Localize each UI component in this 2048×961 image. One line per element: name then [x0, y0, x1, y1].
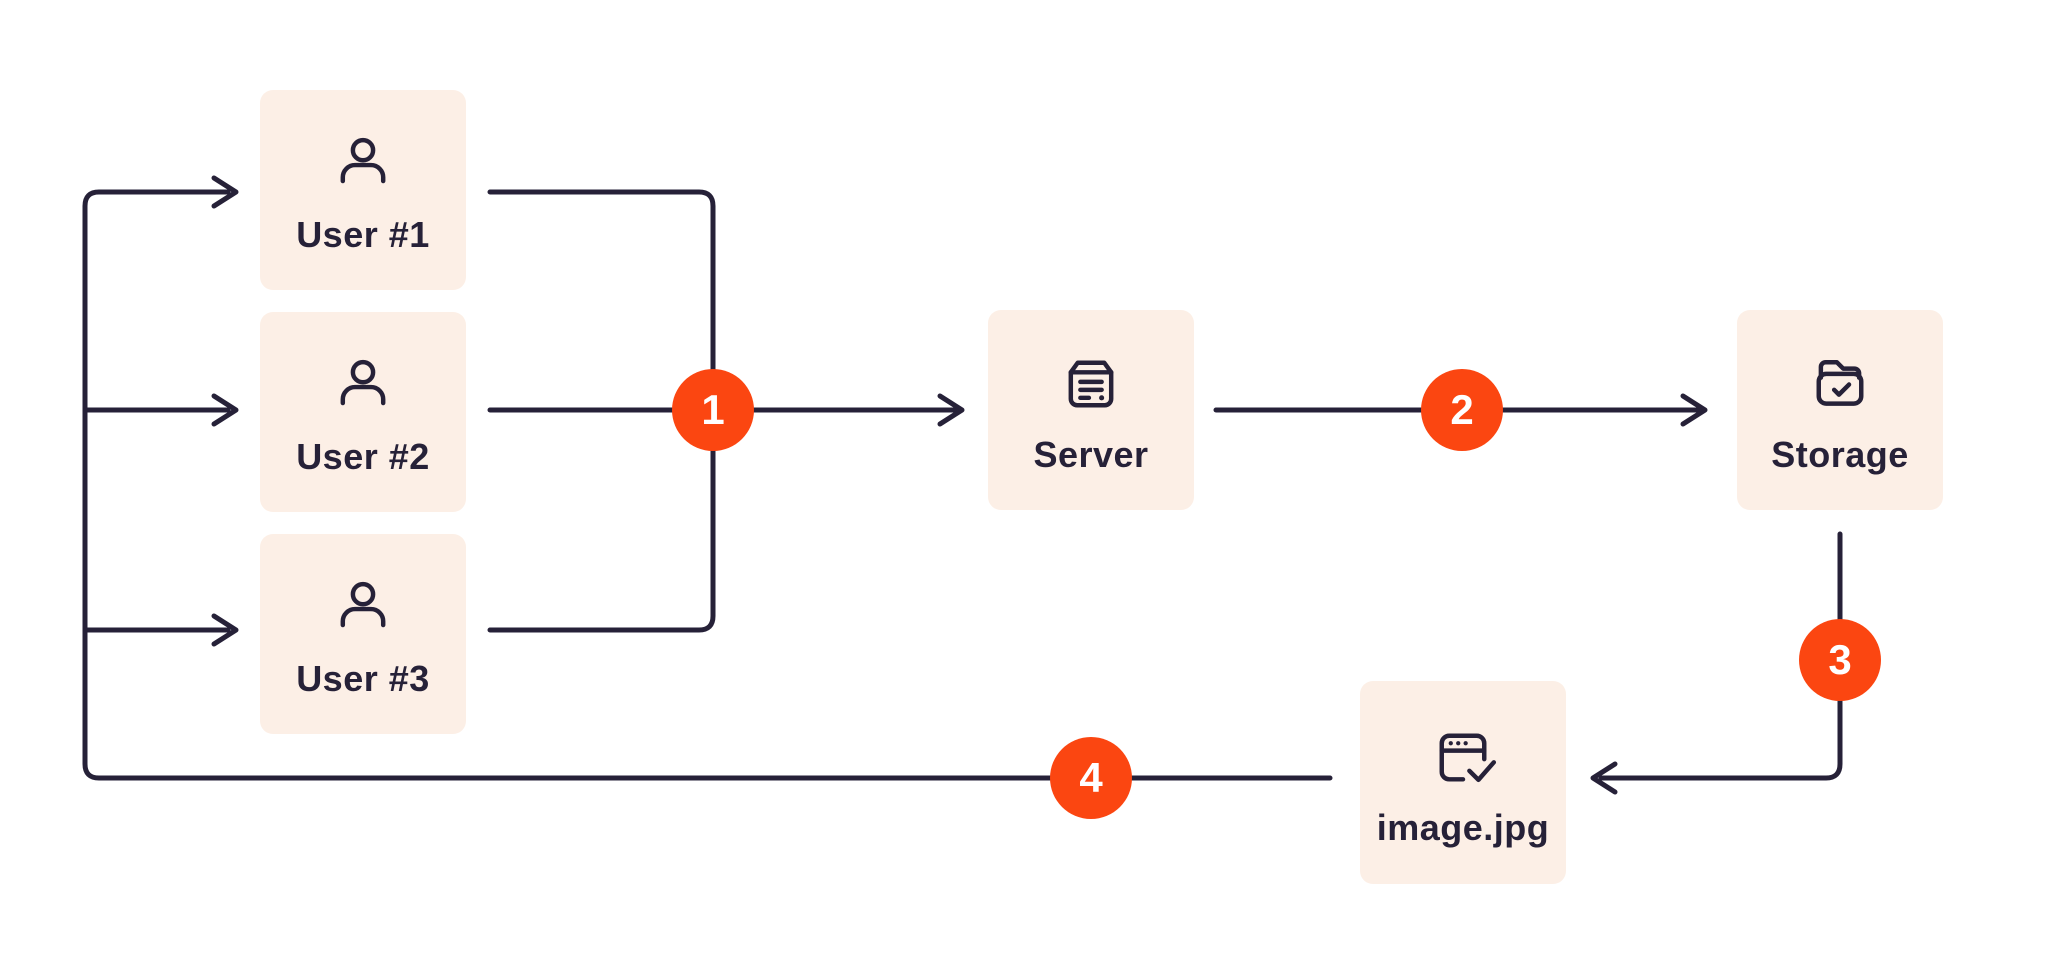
node-label: Storage — [1771, 434, 1909, 475]
server-icon — [1057, 350, 1125, 418]
step-number: 4 — [1079, 754, 1103, 801]
node-label: image.jpg — [1376, 806, 1550, 848]
node-image-file: image.jpg — [1360, 681, 1566, 884]
arrowhead-to-image — [1590, 761, 1618, 795]
step-badge-1: 1 — [672, 369, 754, 451]
step-badge-2: 2 — [1421, 369, 1503, 451]
node-label: User #2 — [296, 436, 430, 477]
arrowhead-to-user1 — [211, 175, 239, 209]
user-icon — [329, 352, 397, 420]
step-number: 2 — [1450, 386, 1474, 433]
node-storage: Storage — [1737, 310, 1943, 510]
node-label: User #3 — [296, 658, 430, 699]
step-number: 3 — [1828, 636, 1852, 683]
user-icon — [329, 574, 397, 642]
arrowhead-to-storage — [1680, 393, 1708, 427]
node-user-3: User #3 — [260, 534, 466, 734]
node-server: Server — [988, 310, 1194, 510]
node-user-1: User #1 — [260, 90, 466, 290]
node-label: User #1 — [296, 214, 430, 255]
step-badge-3: 3 — [1799, 619, 1881, 701]
arrowhead-to-user3 — [211, 613, 239, 647]
step-number: 1 — [701, 386, 725, 433]
browser-check-icon — [1429, 723, 1497, 791]
wire-return-distribute — [82, 189, 1333, 781]
arrowhead-to-user2 — [211, 393, 239, 427]
node-label: Server — [1033, 434, 1149, 475]
wire-storage-to-image — [1598, 531, 1843, 781]
arrowhead-to-server — [937, 393, 965, 427]
step-badge-4: 4 — [1050, 737, 1132, 819]
user-icon — [329, 130, 397, 198]
node-user-2: User #2 — [260, 312, 466, 512]
folder-check-icon — [1806, 350, 1874, 418]
